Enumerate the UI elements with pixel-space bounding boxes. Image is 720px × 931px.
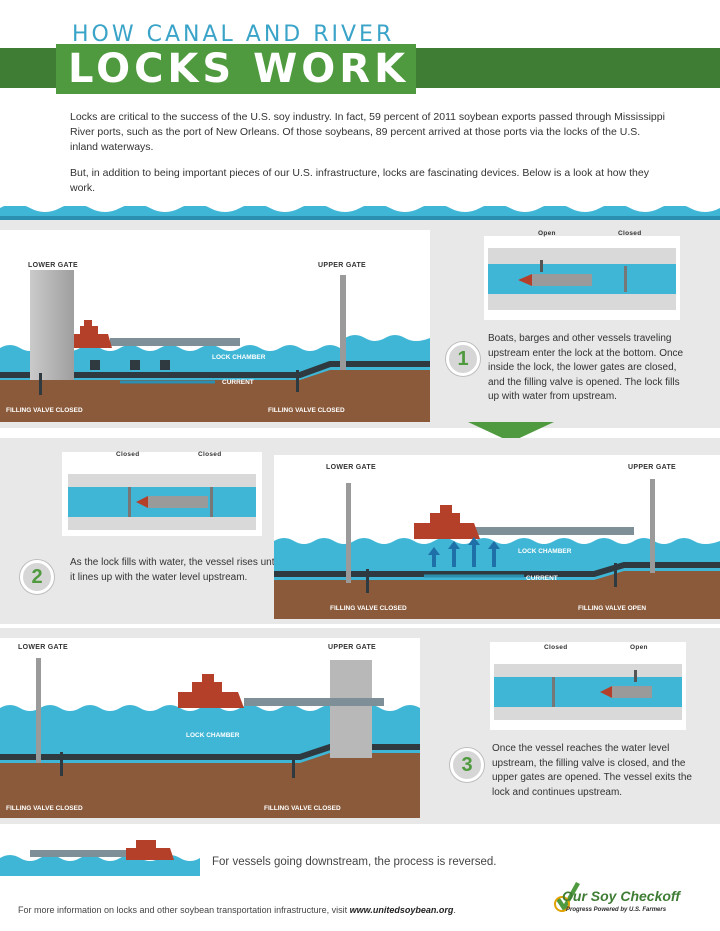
step-2-description: As the lock fills with water, the vessel… — [70, 557, 279, 583]
intro-paragraph-2: But, in addition to being important piec… — [70, 167, 649, 194]
step-3-valve-left-label: FILLING VALVE CLOSED — [6, 805, 83, 812]
step-2-top-right-state: Closed — [198, 451, 222, 458]
step-1-description: Boats, barges and other vessels travelin… — [488, 333, 684, 402]
header-title: LOCKS WORK — [68, 46, 410, 92]
step-1-number: 1 — [446, 342, 480, 376]
step-1-lower-gate-label: LOWER GATE — [28, 262, 78, 269]
step-2-chamber-label: LOCK CHAMBER — [518, 548, 572, 555]
step-2-top-view — [68, 474, 256, 530]
footer-visit-link[interactable]: www.unitedsoybean.org — [349, 905, 454, 915]
step-1-top-view — [488, 248, 676, 310]
step-2-top-left-state: Closed — [116, 451, 140, 458]
intro-paragraph-1: Locks are critical to the success of the… — [70, 111, 665, 153]
step-3-top-view — [494, 664, 682, 720]
step-2-number: 2 — [20, 560, 54, 594]
header-subtitle: HOW CANAL AND RIVER — [72, 22, 395, 47]
step-1-current-label: CURRENT — [222, 379, 254, 386]
step-3-lower-gate-label: LOWER GATE — [18, 644, 68, 651]
wave-divider — [0, 198, 720, 220]
step-3-top-right-state: Open — [630, 644, 648, 651]
step-1-valve-left-label: FILLING VALVE CLOSED — [6, 407, 83, 414]
step-3-top-left-state: Closed — [544, 644, 568, 651]
step-1-valve-right-label: FILLING VALVE CLOSED — [268, 407, 345, 414]
soy-checkoff-logo-icon — [554, 882, 580, 912]
step-2-lower-gate-label: LOWER GATE — [326, 464, 376, 471]
step-2-upper-gate-label: UPPER GATE — [628, 464, 676, 471]
logo-tagline: Progress Powered by U.S. Farmers — [566, 907, 667, 913]
step-3-chamber-label: LOCK CHAMBER — [186, 732, 240, 739]
downstream-vessel-illustration — [0, 840, 200, 876]
logo-name: Our Soy Checkoff — [562, 888, 680, 904]
step-1-lock-diagram — [0, 230, 430, 422]
step-2-valve-left-label: FILLING VALVE CLOSED — [330, 605, 407, 612]
step-3-description: Once the vessel reaches the water level … — [492, 743, 692, 798]
step-2-current-label: CURRENT — [526, 575, 558, 582]
footer-visit-prefix: For more information on locks and other … — [18, 905, 348, 915]
step-1-top-right-state: Closed — [618, 230, 642, 237]
step-3-valve-right-label: FILLING VALVE CLOSED — [264, 805, 341, 812]
step-1-chamber-label: LOCK CHAMBER — [212, 354, 266, 361]
step-3-number: 3 — [450, 748, 484, 782]
footer-visit-period: . — [453, 905, 456, 915]
step-3-lock-diagram — [0, 638, 420, 818]
header-title-box — [56, 44, 416, 94]
step-1-top-left-state: Open — [538, 230, 556, 237]
step-3-upper-gate-label: UPPER GATE — [328, 644, 376, 651]
step-arrow-down — [468, 422, 554, 442]
step-2-lock-diagram — [274, 455, 720, 619]
step-2-valve-right-label: FILLING VALVE OPEN — [578, 605, 647, 612]
footer-visit-text: For more information on locks and other … — [18, 905, 456, 915]
step-1-upper-gate-label: UPPER GATE — [318, 262, 366, 269]
downstream-note: For vessels going downstream, the proces… — [212, 856, 497, 868]
